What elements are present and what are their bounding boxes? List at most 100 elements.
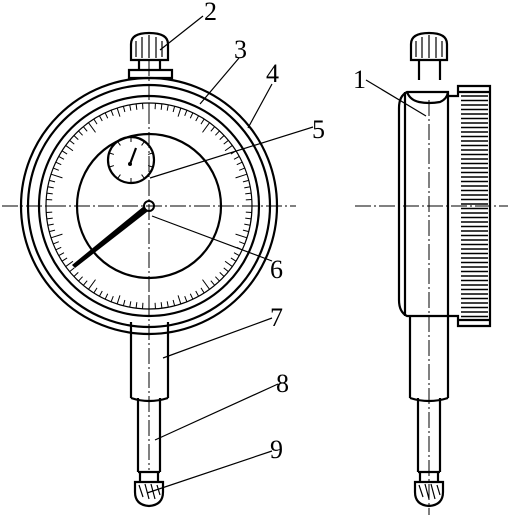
counter-tick <box>141 174 145 179</box>
scale-tick <box>184 296 188 302</box>
leader-6 <box>151 215 273 262</box>
scale-tick <box>236 161 243 166</box>
scale-tick <box>233 252 240 257</box>
main-pointer <box>72 200 155 268</box>
scale-tick <box>189 112 194 119</box>
scale-tick <box>50 173 63 179</box>
scale-tick <box>49 179 56 183</box>
scale-tick <box>223 139 229 145</box>
cap-knob <box>127 31 174 80</box>
scale-tick <box>200 118 205 125</box>
scale-tick <box>195 290 200 297</box>
scale-tick <box>166 301 169 308</box>
scale-tick <box>55 161 62 166</box>
scale-tick <box>55 246 62 251</box>
label-8: 8 <box>276 369 289 398</box>
scale-tick <box>78 276 83 282</box>
scale-tick <box>116 295 121 305</box>
scale-tick <box>160 302 163 309</box>
scale-tick <box>239 167 245 171</box>
scale-tick <box>219 135 225 140</box>
counter-tick <box>117 141 121 146</box>
scale-tick <box>58 252 65 257</box>
scale-tick <box>58 155 65 160</box>
scale-tick <box>46 192 53 195</box>
scale-tick <box>184 110 188 116</box>
scale-tick <box>244 186 251 189</box>
scale-tick <box>242 229 249 233</box>
scale-tick <box>93 118 98 125</box>
scale-tick <box>160 103 163 110</box>
scale-tick <box>235 233 248 239</box>
side-contact-point <box>413 472 445 508</box>
scale-tick <box>135 103 138 110</box>
scale-tick <box>129 104 132 111</box>
scale-tick <box>135 302 138 309</box>
scale-tick <box>177 107 182 117</box>
leader-4 <box>247 83 273 129</box>
leader-lines <box>146 15 427 494</box>
scale-tick <box>224 145 233 152</box>
dial-scale-ticks <box>46 103 252 309</box>
contact-point <box>133 472 165 508</box>
scale-tick <box>49 229 56 233</box>
scale-tick <box>47 223 54 226</box>
scale-tick <box>47 186 54 189</box>
part-labels: 1 2 3 4 5 6 7 8 9 <box>204 0 366 464</box>
scale-tick <box>245 192 252 195</box>
scale-tick <box>61 150 68 155</box>
scale-tick <box>73 272 79 277</box>
counter-tick <box>108 152 115 155</box>
scale-tick <box>98 115 103 122</box>
scale-tick <box>215 276 220 282</box>
scale-tick <box>224 260 233 267</box>
counter-tick <box>141 141 145 146</box>
side-knurled-bezel <box>448 84 492 328</box>
scale-tick <box>239 241 245 245</box>
scale-tick <box>195 115 200 122</box>
spindle <box>136 398 162 474</box>
scale-tick <box>172 299 176 306</box>
scale-tick <box>98 290 103 297</box>
scale-tick <box>230 257 237 262</box>
scale-tick <box>177 295 182 305</box>
scale-tick <box>65 260 74 267</box>
scale-tick <box>78 130 83 136</box>
scale-tick <box>215 130 220 136</box>
scale-tick <box>88 122 96 133</box>
scale-tick <box>116 107 121 117</box>
scale-tick <box>110 296 114 302</box>
scale-tick <box>210 280 216 286</box>
scale-tick <box>82 126 88 132</box>
leader-3 <box>199 57 240 105</box>
scale-tick <box>202 279 210 290</box>
scale-tick <box>244 223 251 226</box>
leader-9 <box>146 450 273 494</box>
scale-tick <box>210 126 216 132</box>
label-4: 4 <box>266 59 279 88</box>
scale-tick <box>82 280 88 286</box>
scale-tick <box>53 167 59 171</box>
scale-tick <box>122 106 126 113</box>
scale-tick <box>110 110 114 116</box>
revolution-counter-dial <box>106 135 156 185</box>
scale-tick <box>223 267 229 273</box>
scale-tick <box>50 233 63 239</box>
scale-tick <box>65 145 74 152</box>
scale-tick <box>129 301 132 308</box>
scale-tick <box>200 287 205 294</box>
counter-tick <box>117 174 121 179</box>
scale-tick <box>46 217 53 220</box>
scale-tick <box>245 217 252 220</box>
label-6: 6 <box>270 255 283 284</box>
scale-tick <box>172 106 176 113</box>
counter-tick <box>147 152 154 155</box>
scale-tick <box>88 279 96 290</box>
scale-tick <box>122 299 126 306</box>
leader-1 <box>365 79 427 117</box>
scale-tick <box>69 139 75 145</box>
label-1: 1 <box>353 65 366 94</box>
scale-tick <box>235 173 248 179</box>
label-3: 3 <box>234 35 247 64</box>
